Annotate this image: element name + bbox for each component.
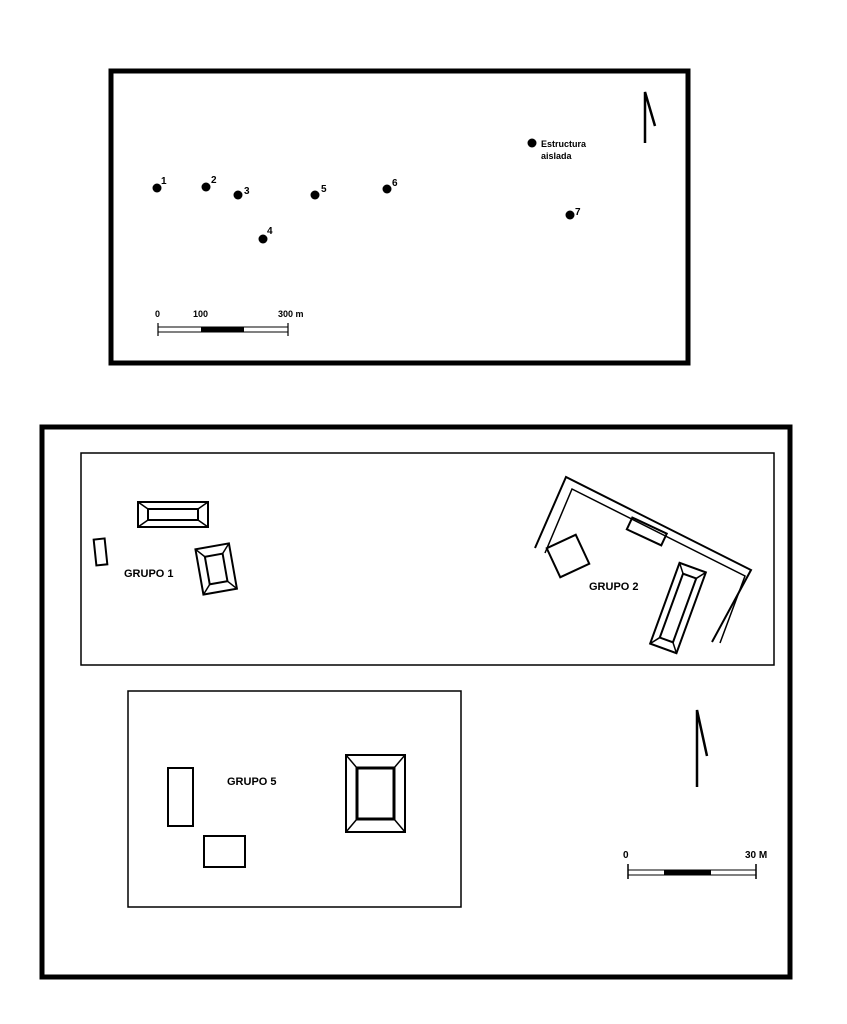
inset-group-5: [127, 690, 462, 908]
site-label: 1: [161, 176, 167, 187]
site-marker: [527, 138, 537, 148]
site-label: 2: [211, 175, 217, 186]
overview-scale-bar: 0 100 300 m: [155, 309, 304, 336]
scale-tick-100: 100: [193, 309, 208, 319]
isolated-label-line1: Estructura: [541, 139, 587, 149]
site-overview-map: 1 2 3 4 5 6 7 Estructura aislada: [108, 68, 691, 366]
scale-tick-0: 0: [623, 850, 629, 861]
site-label: 6: [392, 178, 398, 189]
scale-tick-0: 0: [155, 309, 160, 319]
group-5-structures: GRUPO 5: [167, 754, 406, 868]
north-arrow-icon: [643, 91, 657, 143]
site-1: 1: [152, 176, 167, 193]
group-1-structures: GRUPO 1: [92, 501, 239, 596]
scale-tick-30: 30 M: [745, 850, 767, 861]
site-marker: [382, 184, 392, 194]
north-arrow-icon: [695, 709, 709, 787]
site-5: 5: [310, 184, 327, 200]
site-3: 3: [233, 186, 250, 200]
site-marker: [310, 190, 320, 200]
site-label: 5: [321, 184, 327, 195]
site-marker: [233, 190, 243, 200]
site-label: 3: [244, 186, 250, 197]
group-1-label: GRUPO 1: [124, 568, 174, 580]
scale-tick-300: 300 m: [278, 309, 304, 319]
site-2: 2: [201, 175, 217, 192]
group-5-label: GRUPO 5: [227, 776, 277, 788]
site-label: 7: [575, 207, 581, 218]
isolated-structure: Estructura aislada: [527, 138, 587, 161]
isolated-label-line2: aislada: [541, 151, 573, 161]
site-marker: [258, 234, 268, 244]
site-marker: [152, 183, 162, 193]
site-4: 4: [258, 226, 273, 244]
group-2-structures: GRUPO 2: [534, 475, 753, 655]
group-2-label: GRUPO 2: [589, 581, 639, 593]
site-marker: [565, 210, 575, 220]
site-label: 4: [267, 226, 273, 237]
overview-frame: [108, 68, 691, 366]
site-marker: [201, 182, 211, 192]
site-6: 6: [382, 178, 398, 194]
detail-scale-bar: 0 30 M: [623, 850, 767, 879]
site-7: 7: [565, 207, 581, 220]
group-detail-map: GRUPO 1 GRUPO 2: [39, 424, 793, 980]
detail-frame: [39, 424, 793, 980]
inset-groups-1-2: [80, 452, 775, 666]
